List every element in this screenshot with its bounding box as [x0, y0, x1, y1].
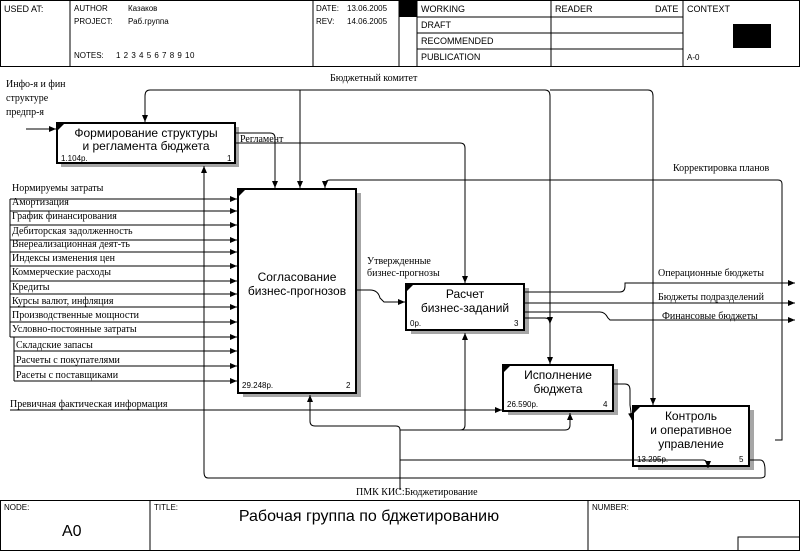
box-5-cost: 13.295р.	[637, 455, 669, 464]
project-value: Раб.группа	[128, 17, 169, 26]
input-label: Индексы изменения цен	[12, 253, 116, 264]
label-approved-1: Утвержденные	[367, 256, 431, 267]
status-recommended: RECOMMENDED	[421, 36, 494, 46]
context-label: CONTEXT	[687, 4, 731, 14]
author-value: Казаков	[128, 4, 158, 13]
box-2-cost: 29.248р.	[242, 381, 274, 390]
status-publication: PUBLICATION	[421, 52, 481, 62]
status-working: WORKING	[421, 4, 465, 14]
diagram-title: Рабочая группа по бджетированию	[238, 508, 500, 525]
project-label: PROJECT:	[74, 17, 113, 26]
reader-label: READER	[555, 4, 593, 14]
date-label: DATE:	[316, 4, 339, 13]
box-5-title-line3: управление	[658, 437, 724, 451]
input-label: Расеты с поставщиками	[16, 370, 119, 381]
box-4-title-line2: бюджета	[533, 382, 583, 396]
label-info-struct-3: предпр-я	[6, 107, 45, 118]
box-1-title-line2: и регламента бюджета	[82, 139, 210, 153]
label-output-departments: Бюджеты подразделений	[658, 292, 764, 303]
box-1-title-line1: Формирование структуры	[74, 126, 218, 140]
box-4-cost: 26.590р.	[507, 400, 539, 409]
input-label: Расчеты с покупателями	[16, 355, 120, 366]
input-label: Дебиторская задолженность	[12, 226, 133, 237]
rev-label: REV:	[316, 17, 335, 26]
box-4-title-line1: Исполнение	[524, 368, 592, 382]
box-5-title-line1: Контроль	[664, 409, 718, 423]
box-3-title-line1: Расчет	[445, 287, 485, 301]
box-2-frame	[237, 188, 357, 394]
number-label: NUMBER:	[592, 503, 629, 512]
label-pmk: ПМК КИС:Бюджетирование	[356, 487, 478, 498]
input-label: Амортизация	[12, 197, 69, 208]
notes-label: NOTES:	[74, 51, 104, 60]
input-label: График финансирования	[12, 211, 117, 222]
box-2-title-line2: бизнес-прогнозов	[247, 284, 347, 298]
box-4-frame	[502, 364, 614, 412]
node-label: NODE:	[4, 503, 30, 512]
label-correction: Корректировка планов	[673, 163, 770, 174]
input-label: Складские запасы	[16, 340, 93, 351]
date-value: 13.06.2005	[347, 4, 388, 13]
date2-label: DATE	[655, 4, 679, 14]
label-primary-info: Превичная фактическая информация	[10, 399, 168, 410]
context-thumbnail	[733, 24, 771, 48]
box-3-title-line2: бизнес-заданий	[420, 301, 510, 315]
used-at-label: USED AT:	[4, 4, 44, 14]
working-marker	[399, 1, 417, 17]
context-id: A-0	[687, 53, 700, 62]
title-label: TITLE:	[154, 503, 179, 512]
author-label: AUTHOR	[74, 4, 108, 13]
box-3-cost: 0р.	[410, 319, 422, 328]
input-label: Производственные мощности	[12, 310, 140, 321]
box-5-number: 5	[739, 455, 744, 464]
label-info-struct-1: Инфо-я и фин	[6, 79, 66, 90]
box-2-title-line1: Согласование	[257, 270, 337, 284]
label-output-financial: Финансовые бюджеты	[662, 311, 758, 322]
box-5-title-line2: и оперативное	[650, 423, 732, 437]
input-label: Нормируемы затраты	[12, 183, 104, 194]
notes-numbers: 1 2 3 4 5 6 7 8 9 10	[116, 51, 195, 60]
input-label: Кредиты	[12, 282, 50, 293]
input-label: Внереализационная деят-ть	[12, 239, 130, 250]
label-budget-committee: Бюджетный комитет	[330, 73, 418, 84]
rev-value: 14.06.2005	[347, 17, 388, 26]
box-4-number: 4	[603, 400, 608, 409]
status-draft: DRAFT	[421, 20, 451, 30]
input-label: Условно-постоянные затраты	[12, 324, 137, 335]
input-label: Коммерческие расходы	[12, 267, 112, 278]
box-5-frame	[632, 405, 750, 467]
box-1-number: 1	[227, 154, 232, 163]
label-output-operational: Операционные бюджеты	[658, 268, 764, 279]
box-3-number: 3	[514, 319, 519, 328]
label-info-struct-2: структуре	[6, 93, 49, 104]
label-reglament: Регламент	[240, 134, 284, 145]
node-value: A0	[62, 523, 82, 540]
box-1-frame	[56, 122, 236, 164]
box-3-frame	[405, 283, 525, 331]
label-approved-2: бизнес-прогнозы	[367, 268, 440, 279]
box2-input-arrows	[10, 196, 237, 384]
box-1-cost: 1.104р.	[61, 154, 88, 163]
box-2-number: 2	[346, 381, 351, 390]
input-label: Курсы валют, инфляция	[12, 296, 114, 307]
